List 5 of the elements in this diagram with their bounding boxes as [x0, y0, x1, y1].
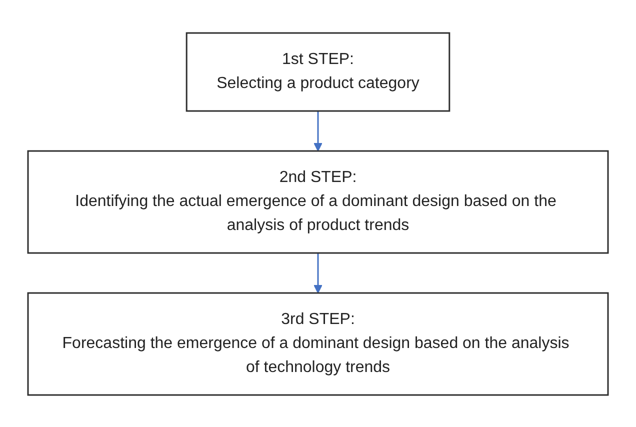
node-box: 3rd STEP: Forecasting the emergence of a dominant design based on the analysis of technology trends	[27, 292, 609, 396]
arrow	[314, 110, 322, 151]
node-box: 2nd STEP: Identifying the actual emergence of a dominant design based on the analysis of product trends	[27, 150, 609, 254]
node-box: 1st STEP: Selecting a product category	[186, 32, 450, 112]
arrow	[314, 252, 322, 293]
